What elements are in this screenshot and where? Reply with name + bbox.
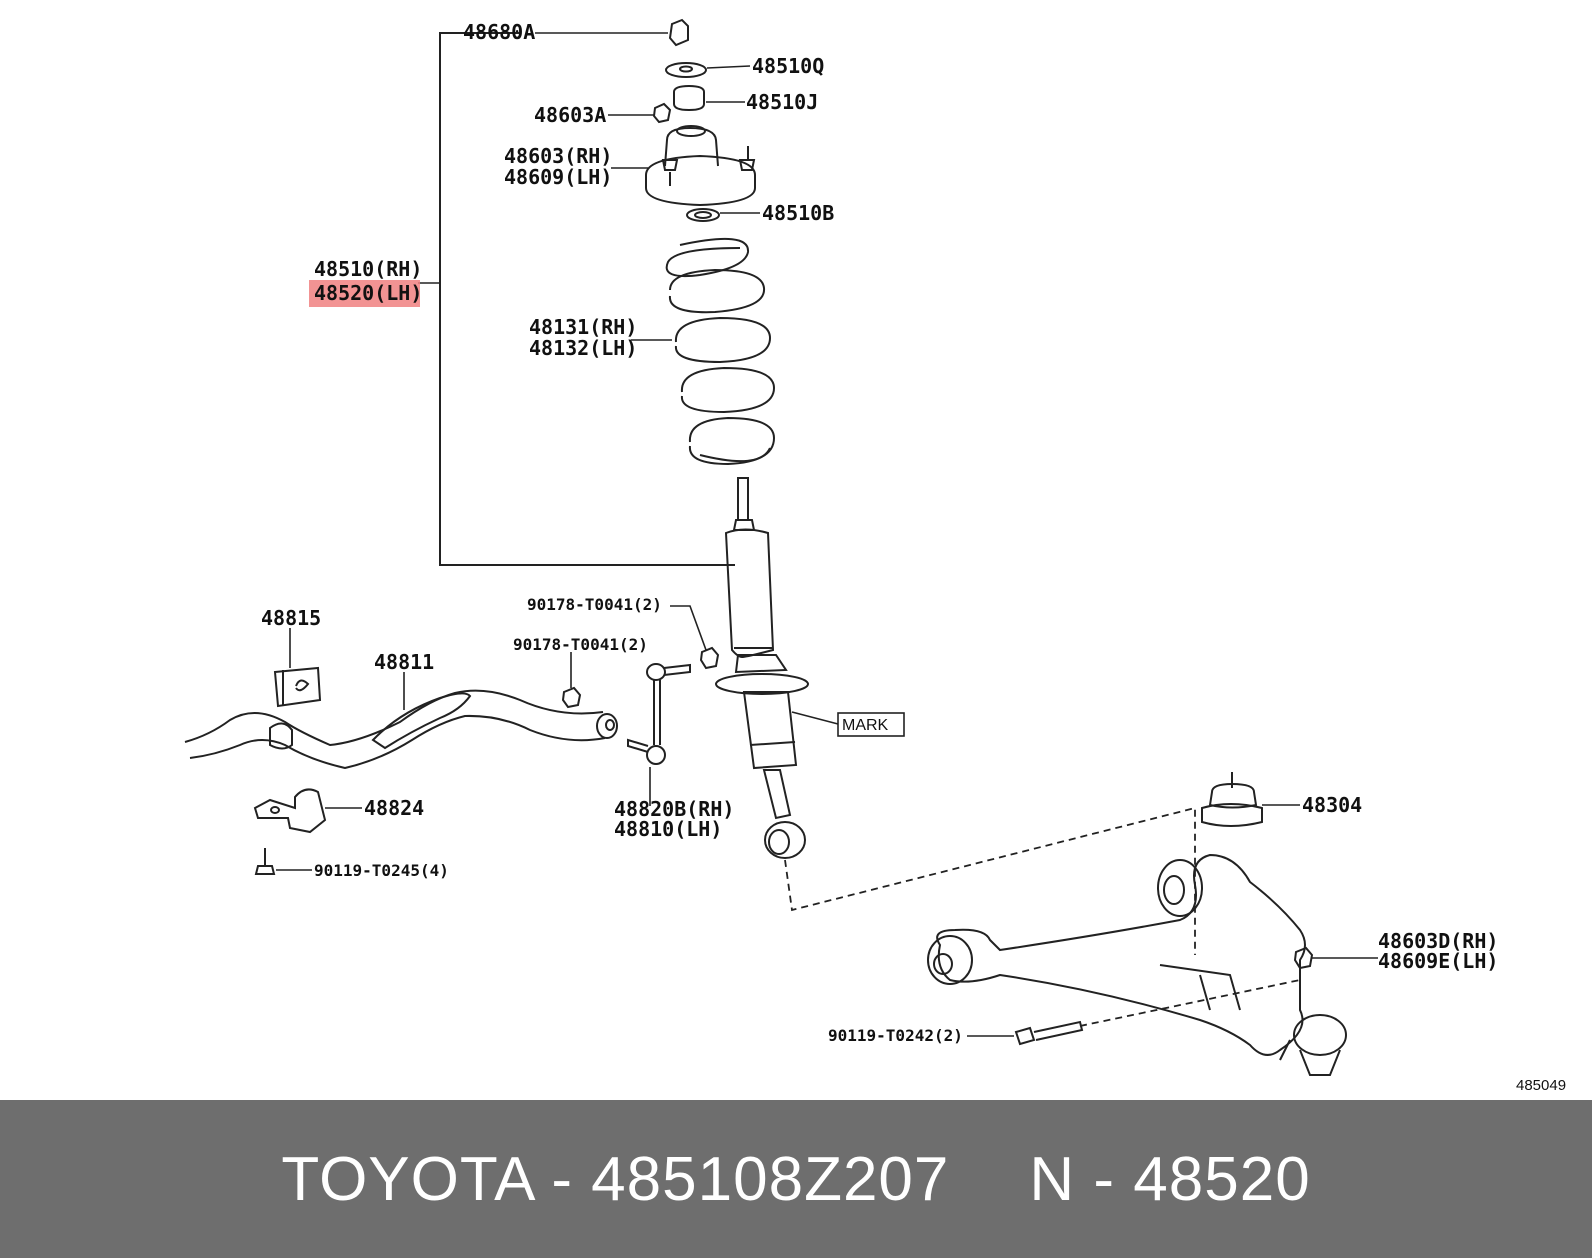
label-48609E-lh: 48609E(LH): [1378, 949, 1498, 973]
footer-part-number: TOYOTA - 485108Z207: [281, 1144, 950, 1214]
label-48304: 48304: [1302, 793, 1362, 817]
lower-arm: [927, 853, 1347, 1076]
label-48603A: 48603A: [534, 103, 606, 127]
upper-support-48603: [645, 125, 756, 207]
bolt-90119-T0245: [254, 848, 276, 875]
bracket-48824: [253, 788, 327, 834]
stabilizer-bar-48811: [184, 689, 618, 770]
nut-48603A: [652, 102, 672, 124]
label-48520-lh: 48520(LH): [314, 281, 422, 305]
label-90178-lower: 90178-T0041(2): [513, 635, 648, 654]
label-48810-lh: 48810(LH): [614, 817, 722, 841]
label-48510J: 48510J: [746, 90, 818, 114]
label-48603D-rh: 48603D(RH): [1378, 929, 1498, 953]
label-48510B: 48510B: [762, 201, 834, 225]
label-48510Q: 48510Q: [752, 54, 824, 78]
washer-48510Q: [665, 62, 707, 78]
strut-assembly-bracket: [439, 32, 735, 566]
nut-90178-upper: [699, 646, 720, 670]
bumper-48304: [1201, 772, 1263, 827]
label-90119-T0245: 90119-T0245(4): [314, 861, 449, 880]
label-48132-lh: 48132(LH): [529, 336, 637, 360]
shock-to-arm-dashed-line: [784, 806, 1196, 955]
top-nut-48680A: [668, 18, 689, 47]
nut-90178-lower: [561, 686, 582, 709]
label-48680A: 48680A: [463, 20, 535, 44]
label-48609-lh: 48609(LH): [504, 165, 612, 189]
footer-catalog-number: N - 48520: [1029, 1144, 1311, 1214]
label-48131-rh: 48131(RH): [529, 315, 637, 339]
label-mark: MARK: [842, 717, 889, 734]
nut-48603D: [1293, 946, 1314, 970]
label-48815: 48815: [261, 606, 321, 630]
label-48811: 48811: [374, 650, 434, 674]
label-48824: 48824: [364, 796, 424, 820]
shock-absorber: [715, 477, 809, 859]
stabilizer-link-48820B: [627, 663, 691, 765]
mark-box: [837, 712, 905, 737]
label-90178-upper: 90178-T0041(2): [527, 595, 662, 614]
label-90119-T0242: 90119-T0242(2): [828, 1026, 963, 1045]
part-number-footer: TOYOTA - 485108Z207 N - 48520: [0, 1100, 1592, 1258]
bushing-48815: [273, 666, 322, 708]
label-48603-rh: 48603(RH): [504, 144, 612, 168]
label-48820B-rh: 48820B(RH): [614, 797, 734, 821]
bushing-48510J: [673, 84, 705, 112]
label-48510-rh: 48510(RH): [314, 257, 422, 281]
suspension-exploded-diagram: 48680A 48510Q 48510J 48603A 48603(RH) 48…: [184, 18, 1566, 1094]
highlight-48520: [309, 280, 420, 307]
bolt-90119-T0242: [1014, 1020, 1084, 1046]
coil-spring-48131: [665, 237, 776, 466]
diagram-code: 485049: [1516, 1077, 1566, 1094]
bump-stop-48510B: [686, 208, 720, 222]
